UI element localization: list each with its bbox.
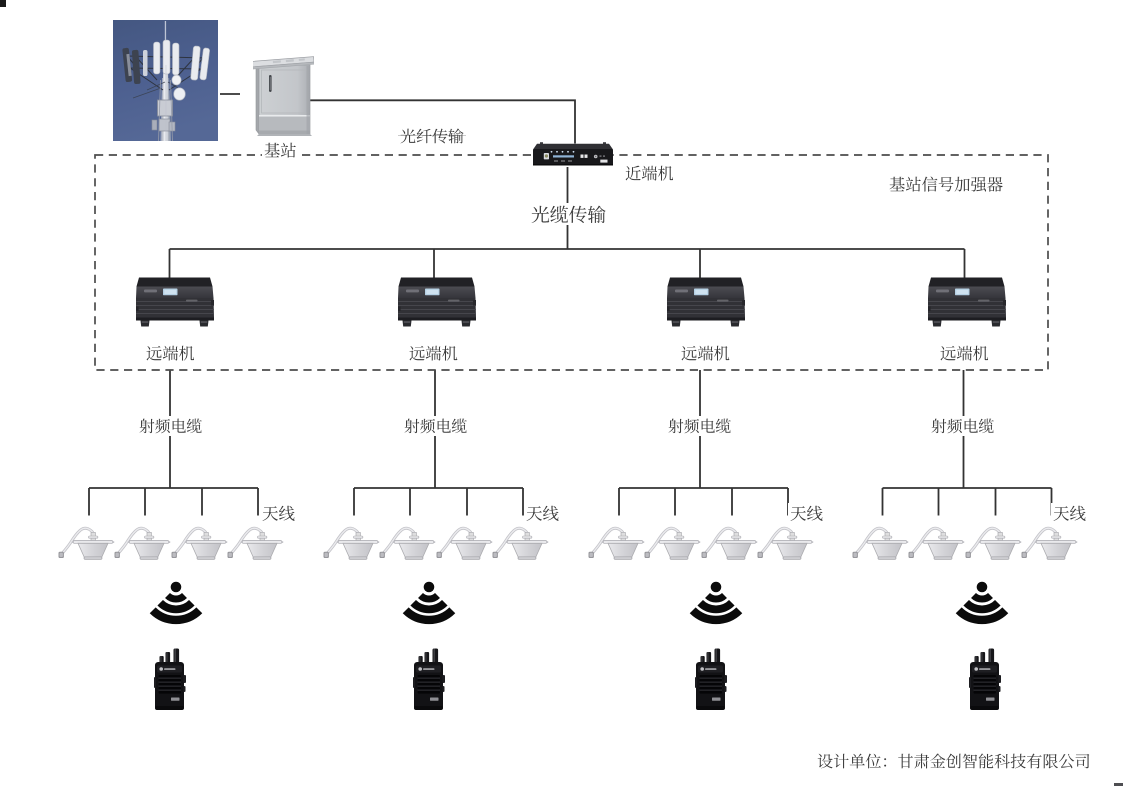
antenna-label-3-glyphs (790, 505, 823, 522)
remote-unit-device-2 (398, 277, 476, 328)
rf-cable-label-4-glyphs (931, 418, 994, 434)
optical-cable-label: 光缆传输 (530, 204, 606, 224)
ceiling-antenna-icon-3-4 (748, 525, 824, 560)
ceiling-antenna-icon-1-4 (218, 525, 294, 560)
antenna-label-1: 天线 (261, 504, 295, 522)
remote-unit-device-3 (667, 277, 745, 328)
fiber-label-underline (397, 135, 466, 137)
remote-unit-device-4 (928, 277, 1006, 328)
remote-unit-label-3-glyphs (681, 345, 730, 361)
connector-lines (88, 93, 1053, 516)
near-end-unit-label-glyphs (625, 165, 674, 181)
antenna-label-4-glyphs (1053, 505, 1086, 522)
remote-unit-device-1 (136, 277, 214, 328)
antenna-label-3: 天线 (790, 504, 823, 522)
near-end-unit-device (533, 142, 613, 166)
rf-cable-label-3-glyphs (668, 418, 731, 434)
page-corner-artifact-bottomright (1114, 783, 1123, 786)
near-end-unit-label: 近端机 (624, 164, 674, 181)
wifi-signal-icon-1 (138, 579, 214, 625)
remote-unit-label-4-glyphs (940, 345, 989, 361)
outdoor-cabinet (253, 56, 314, 136)
link-cabinet-nearend (310, 99, 576, 144)
rf-cable-label-2: 射频电缆 (403, 418, 467, 434)
design-credit: 设计单位：甘肃金创智能科技有限公司 (817, 753, 1091, 769)
remote-unit-label-3: 远端机 (681, 344, 730, 361)
rf-cable-label-1-glyphs (139, 418, 202, 434)
wifi-signal-icon-4 (944, 579, 1020, 625)
ceiling-antenna-icon-2-4 (483, 525, 559, 560)
antenna-label-1-glyphs (262, 505, 295, 522)
optical-cable-label-glyphs (531, 205, 606, 224)
remote-unit-label-2-glyphs (409, 345, 458, 361)
remote-unit-label-1: 远端机 (145, 344, 195, 361)
antenna-label-4: 天线 (1052, 504, 1086, 522)
walkie-talkie-icon-1 (154, 648, 186, 711)
rf-cable-label-4: 射频电缆 (931, 418, 995, 434)
fiber-transmission-label-glyphs (400, 128, 464, 144)
fiber-transmission-label: 光纤传输 (397, 128, 466, 144)
base-station-label: 基站 (263, 141, 297, 158)
design-credit-glyphs (817, 753, 1091, 769)
walkie-talkie-icon-3 (695, 648, 727, 711)
antenna-label-2-glyphs (526, 505, 559, 522)
antenna-label-2: 天线 (525, 504, 559, 522)
remote-unit-label-1-glyphs (146, 345, 195, 361)
wifi-signal-icon-2 (391, 579, 467, 625)
page-corner-artifact-topleft (0, 0, 6, 7)
walkie-talkie-icon-2 (413, 648, 445, 711)
rf-cable-label-2-glyphs (404, 418, 467, 434)
rf-cable-label-3: 射频电缆 (668, 418, 732, 434)
rf-cable-label-1: 射频电缆 (139, 418, 203, 434)
ceiling-antenna-icon-4-4 (1012, 525, 1088, 560)
booster-title-label: 基站信号加强器 (888, 176, 1003, 193)
remote-unit-label-4: 远端机 (939, 344, 989, 361)
walkie-talkie-icon-4 (969, 648, 1001, 711)
wifi-signal-icon-3 (678, 579, 754, 625)
base-station-label-glyphs (264, 142, 297, 158)
remote-unit-label-2: 远端机 (409, 344, 458, 361)
booster-title-label-glyphs (889, 176, 1003, 192)
cell-tower-photo (113, 20, 218, 141)
